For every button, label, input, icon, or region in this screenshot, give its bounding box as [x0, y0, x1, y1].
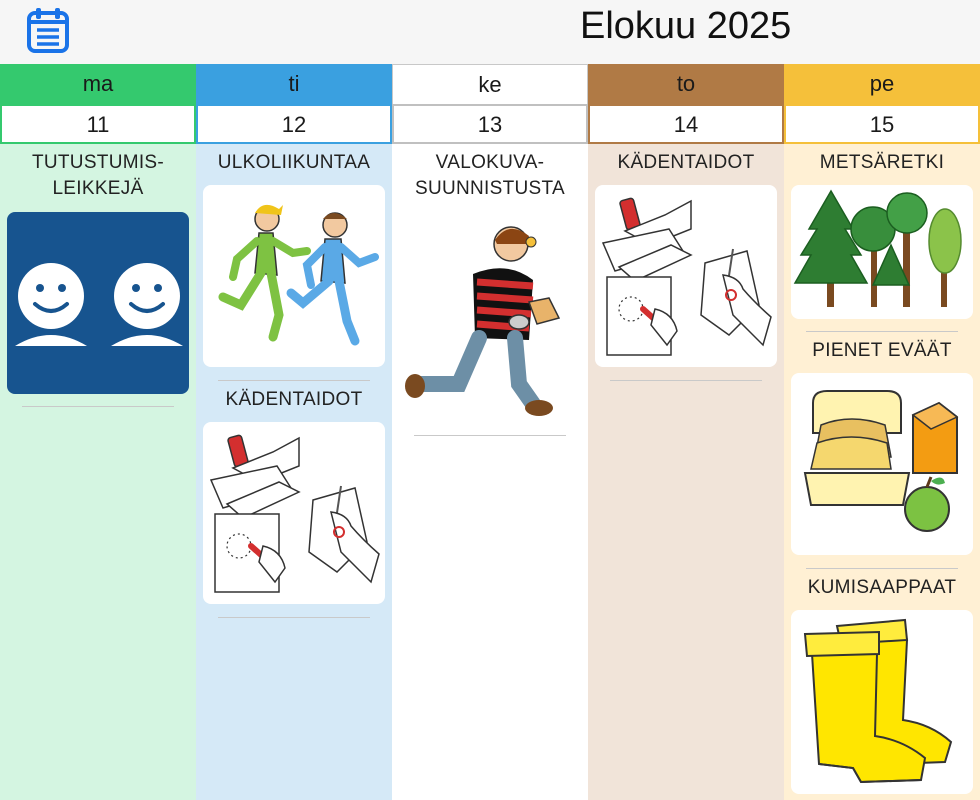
- activity-label: METSÄRETKI: [819, 152, 945, 173]
- top-bar: Elokuu 2025: [0, 0, 980, 64]
- day-number: 12: [196, 104, 392, 144]
- day-column-pe: pe 15 METSÄRETKI PIENET EVÄÄT: [784, 64, 980, 800]
- day-number: 15: [784, 104, 980, 144]
- day-name: ke: [392, 64, 588, 104]
- divider: [414, 435, 566, 436]
- forest-icon[interactable]: [791, 185, 973, 319]
- rubber-boots-icon[interactable]: [791, 610, 973, 794]
- month-title: Elokuu 2025: [580, 5, 792, 47]
- divider: [806, 331, 958, 332]
- day-name: ti: [196, 64, 392, 104]
- divider: [22, 406, 174, 407]
- activity-label-line: VALOKUVA- SUUNNISTUSTA: [415, 152, 565, 199]
- day-column-to: to 14 KÄDENTAIDOT: [588, 64, 784, 800]
- packed-lunch-icon[interactable]: [791, 373, 973, 555]
- calendar-button[interactable]: [22, 4, 74, 56]
- activity-label: KÄDENTAIDOT: [617, 152, 755, 173]
- day-number: 13: [392, 104, 588, 144]
- divider: [218, 617, 370, 618]
- smiley-faces-icon[interactable]: [7, 212, 189, 394]
- crafts-icon[interactable]: [595, 185, 777, 367]
- day-number: 14: [588, 104, 784, 144]
- day-name: pe: [784, 64, 980, 104]
- calendar-icon: [27, 8, 69, 53]
- crafts-icon[interactable]: [203, 422, 385, 604]
- divider: [218, 380, 370, 381]
- day-name: to: [588, 64, 784, 104]
- activity-label: TUTUSTUMIS- LEIKKEJÄ: [0, 150, 196, 202]
- children-running-icon[interactable]: [203, 185, 385, 367]
- day-name: ma: [0, 64, 196, 104]
- day-column-ke: ke 13 VALOKUVA- SUUNNISTUSTA: [392, 64, 588, 800]
- activity-label: ULKOLIIKUNTAA: [217, 152, 371, 173]
- orienteering-icon[interactable]: [399, 212, 581, 424]
- divider: [610, 380, 762, 381]
- day-column-ti: ti 12 ULKOLIIKUNTAA KÄDENTAIDOT: [196, 64, 392, 800]
- divider: [806, 568, 958, 569]
- activity-label: KUMISAAPPAAT: [807, 577, 957, 598]
- activity-label: PIENET EVÄÄT: [812, 340, 952, 361]
- activity-label: VALOKUVA- SUUNNISTUSTA: [392, 150, 588, 202]
- day-number: 11: [0, 104, 196, 144]
- activity-label: KÄDENTAIDOT: [225, 389, 363, 410]
- activity-label-line: TUTUSTUMIS- LEIKKEJÄ: [31, 152, 165, 199]
- day-column-ma: ma 11 TUTUSTUMIS- LEIKKEJÄ: [0, 64, 196, 800]
